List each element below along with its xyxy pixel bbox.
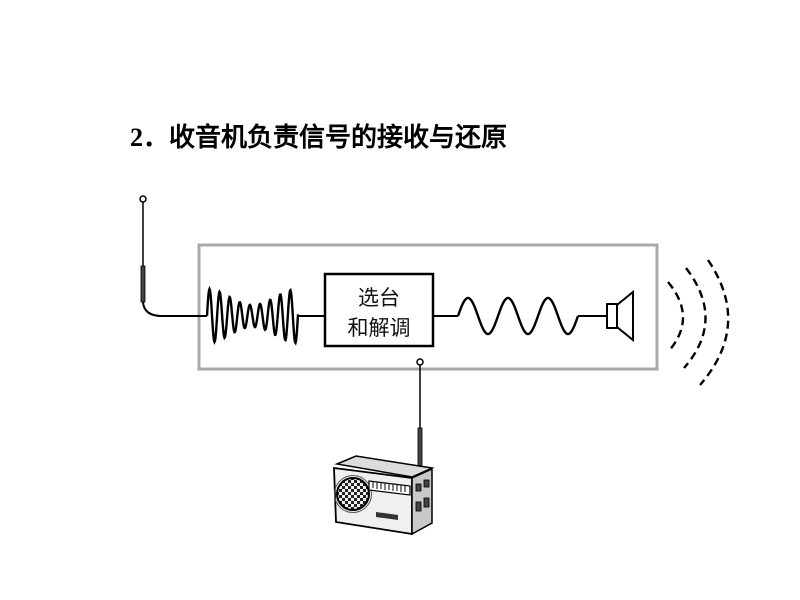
radio-antenna-icon bbox=[416, 358, 424, 469]
radio-knobs bbox=[415, 479, 430, 512]
tuner-label-line2: 和解调 bbox=[348, 316, 411, 340]
speaker-icon bbox=[606, 289, 634, 343]
radio-icon bbox=[333, 455, 435, 536]
audio-wave bbox=[456, 296, 580, 336]
tuner-box: 选台 和解调 bbox=[323, 272, 435, 348]
radio-slot bbox=[376, 512, 398, 520]
radio-dial bbox=[368, 480, 411, 496]
tuner-label-line1: 选台 bbox=[358, 286, 400, 310]
radio-top bbox=[334, 455, 435, 478]
page-title: 2．收音机负责信号的接收与还原 bbox=[130, 123, 508, 152]
sound-waves-icon bbox=[667, 259, 730, 386]
modulated-wave bbox=[205, 285, 300, 346]
antenna-icon bbox=[139, 195, 163, 317]
radio-grille bbox=[334, 475, 372, 513]
circuit-frame bbox=[197, 243, 659, 371]
